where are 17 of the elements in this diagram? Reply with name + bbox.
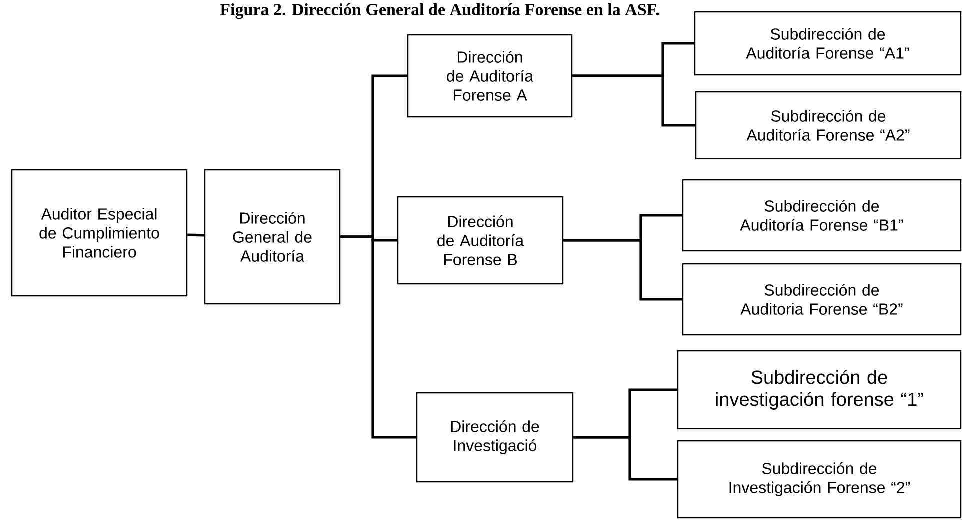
connector-line: [188, 234, 204, 237]
org-box: Subdirección de Auditoria Forense “B2”: [682, 263, 962, 336]
org-box: Subdirección de Auditoría Forense “A2”: [695, 91, 962, 160]
org-box: Subdirección de Investigación Forense “2”: [677, 440, 962, 519]
org-box: Dirección de Auditoría Forense B: [397, 196, 564, 285]
org-box: Auditor Especial de Cumplimiento Financiero: [11, 169, 188, 297]
connector-line: [574, 436, 678, 481]
org-box: Dirección General de Auditoría: [204, 169, 341, 305]
connector-line: [340, 236, 416, 439]
org-box: Dirección de Auditoría Forense A: [407, 34, 573, 118]
org-box: Subdirección de Auditoría Forense “A1”: [694, 11, 962, 76]
figure-title: Figura 2. Dirección General de Auditoría Forense en la ASF.: [220, 4, 660, 20]
org-box: Dirección de Investigació: [416, 392, 574, 483]
connector-line: [572, 74, 696, 127]
org-box: Subdirección de Auditoría Forense “B1”: [682, 179, 962, 252]
org-box: Subdirección de investigación forense “1”: [677, 350, 962, 430]
connector-line: [564, 239, 682, 301]
